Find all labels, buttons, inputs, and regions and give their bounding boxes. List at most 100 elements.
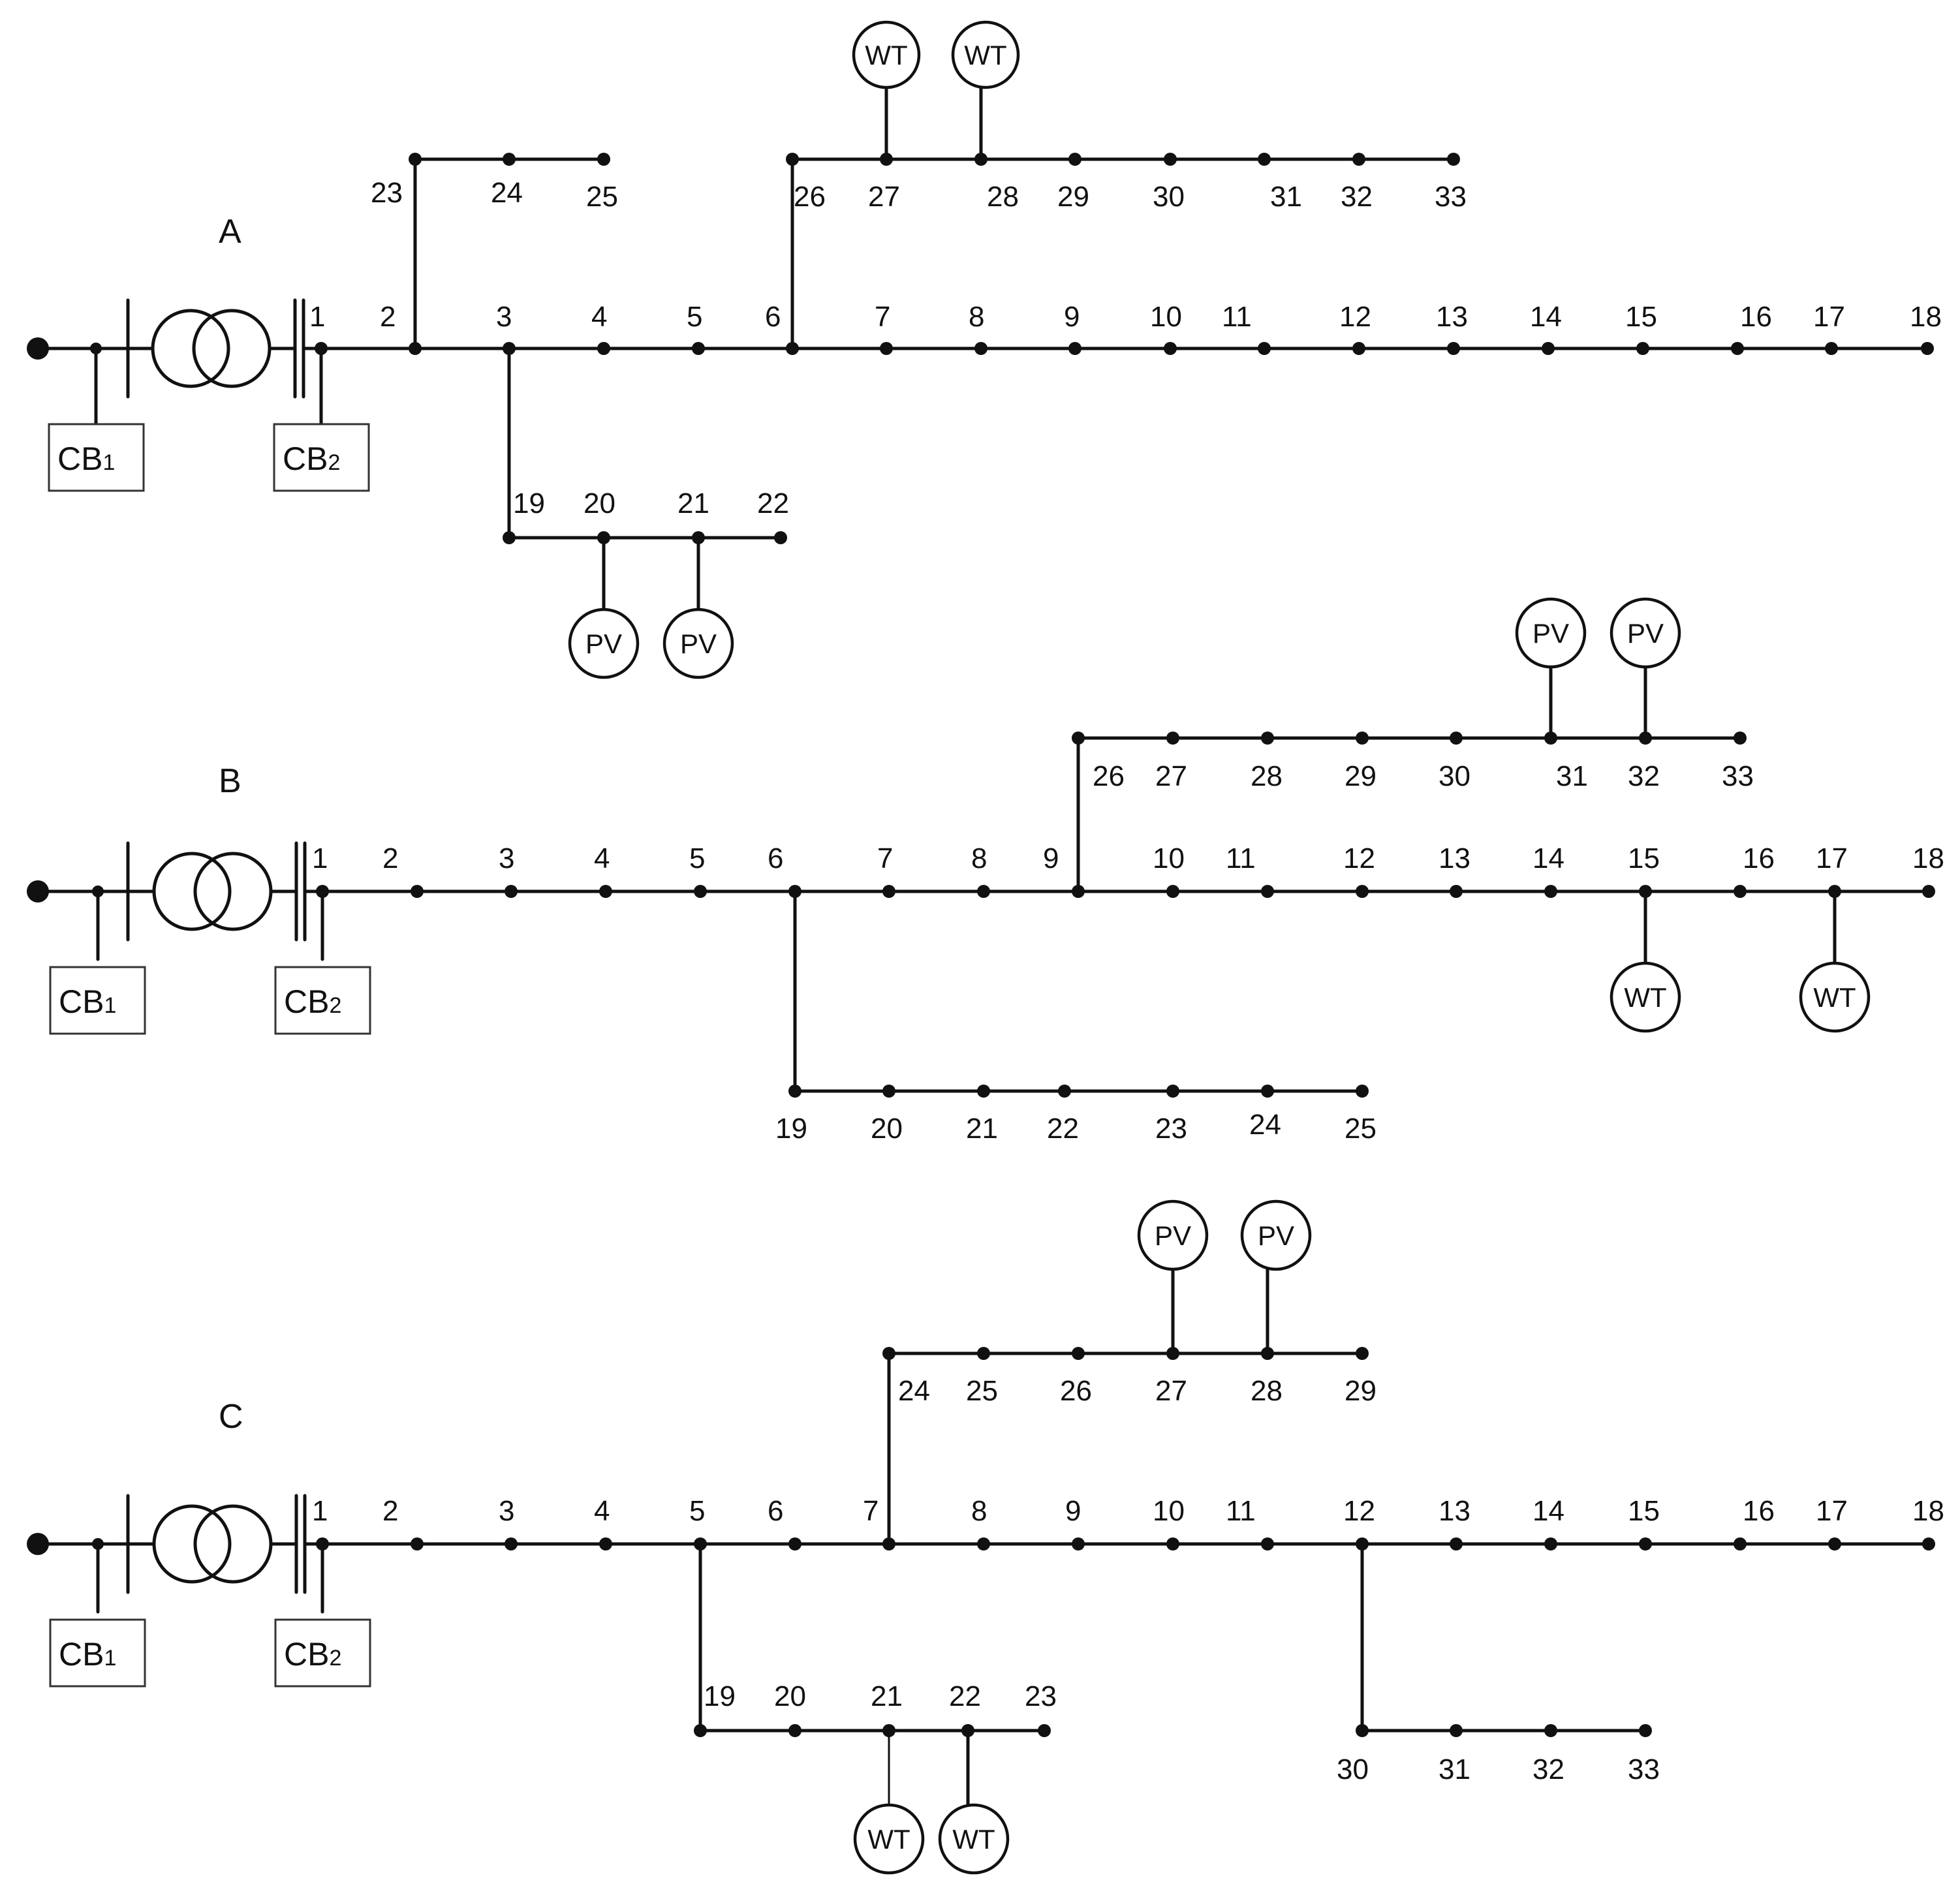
svg-text:20: 20 — [774, 1680, 806, 1712]
svg-text:7: 7 — [863, 1495, 879, 1527]
svg-text:1: 1 — [312, 842, 328, 874]
lateral-19-22: 19 20 21 22 — [503, 347, 789, 544]
svg-text:21: 21 — [871, 1680, 903, 1712]
svg-text:30: 30 — [1439, 760, 1470, 792]
svg-text:CB1: CB1 — [59, 983, 116, 1020]
svg-text:PV: PV — [1155, 1220, 1191, 1251]
svg-text:1: 1 — [309, 301, 325, 333]
svg-text:20: 20 — [871, 1113, 903, 1145]
svg-text:10: 10 — [1153, 842, 1185, 874]
main-bus-nodes — [316, 885, 1935, 898]
svg-text:3: 3 — [499, 1495, 514, 1527]
cb1-box: CB1 — [49, 1618, 146, 1688]
main-bus-labels: 1 2 3 4 5 6 7 8 9 10 11 12 13 14 15 16 1… — [309, 301, 1942, 333]
lateral-26-33: 26 27 28 29 30 31 32 33 — [1072, 732, 1754, 893]
generator-wt-15: WT — [1610, 889, 1681, 1033]
network-c: C CB1 CB2 — [27, 1199, 1944, 1875]
svg-text:18: 18 — [1912, 842, 1944, 874]
svg-text:8: 8 — [969, 301, 984, 333]
svg-text:3: 3 — [499, 842, 514, 874]
svg-text:9: 9 — [1064, 301, 1080, 333]
svg-text:20: 20 — [583, 487, 615, 519]
svg-text:16: 16 — [1740, 301, 1772, 333]
svg-text:6: 6 — [768, 842, 783, 874]
svg-text:10: 10 — [1150, 301, 1182, 333]
svg-text:31: 31 — [1270, 181, 1302, 213]
svg-text:9: 9 — [1043, 842, 1059, 874]
svg-text:32: 32 — [1628, 760, 1660, 792]
svg-text:26: 26 — [1060, 1375, 1092, 1407]
generator-wt-22: WT — [938, 1729, 1010, 1875]
svg-text:6: 6 — [768, 1495, 783, 1527]
svg-text:18: 18 — [1910, 301, 1942, 333]
svg-text:17: 17 — [1816, 1495, 1848, 1527]
cb2-box: CB2 — [273, 423, 370, 492]
svg-text:25: 25 — [1345, 1113, 1377, 1145]
svg-text:PV: PV — [1627, 618, 1664, 649]
svg-text:16: 16 — [1743, 1495, 1775, 1527]
svg-text:WT: WT — [1624, 982, 1666, 1013]
svg-text:13: 13 — [1439, 842, 1470, 874]
svg-text:26: 26 — [794, 181, 826, 213]
svg-text:27: 27 — [1155, 1375, 1187, 1407]
lateral-26-33: 26 27 28 29 30 31 32 33 — [786, 153, 1467, 350]
lateral-30-33: 30 31 32 33 — [1337, 1542, 1660, 1785]
svg-text:3: 3 — [496, 301, 512, 333]
lateral-24-29: 24 25 26 27 28 29 — [882, 1347, 1377, 1546]
svg-text:25: 25 — [966, 1375, 998, 1407]
svg-text:4: 4 — [591, 301, 607, 333]
svg-text:10: 10 — [1153, 1495, 1185, 1527]
svg-text:28: 28 — [987, 181, 1019, 213]
generator-pv-31: PV — [1515, 597, 1587, 740]
svg-text:25: 25 — [586, 181, 618, 213]
network-a: A CB1 CB2 — [27, 20, 1942, 679]
svg-text:29: 29 — [1345, 760, 1377, 792]
svg-text:22: 22 — [1047, 1113, 1079, 1145]
svg-text:9: 9 — [1065, 1495, 1081, 1527]
svg-text:CB1: CB1 — [59, 1636, 116, 1673]
svg-text:26: 26 — [1093, 760, 1125, 792]
svg-text:31: 31 — [1439, 1753, 1470, 1785]
svg-text:11: 11 — [1222, 301, 1252, 333]
cb2-box: CB2 — [274, 1618, 371, 1688]
generator-pv-20: PV — [568, 536, 640, 679]
svg-text:33: 33 — [1628, 1753, 1660, 1785]
svg-text:15: 15 — [1628, 842, 1660, 874]
svg-text:23: 23 — [1025, 1680, 1057, 1712]
generator-pv-28: PV — [1240, 1199, 1312, 1355]
lateral-19-25: 19 20 21 22 23 24 25 — [775, 889, 1377, 1145]
generator-pv-32: PV — [1610, 597, 1681, 740]
generator-pv-27: PV — [1137, 1199, 1209, 1355]
svg-text:CB1: CB1 — [57, 440, 115, 477]
cb2-box: CB2 — [274, 966, 371, 1035]
svg-text:WT: WT — [964, 40, 1006, 70]
svg-text:WT: WT — [865, 40, 907, 70]
svg-text:17: 17 — [1813, 301, 1845, 333]
cb1-box: CB1 — [48, 423, 145, 492]
section-title: C — [219, 1398, 243, 1436]
svg-text:24: 24 — [1249, 1109, 1281, 1141]
generator-wt-21: WT — [853, 1731, 925, 1875]
svg-text:CB2: CB2 — [284, 983, 341, 1020]
transformer-icon — [151, 309, 272, 388]
svg-text:21: 21 — [966, 1113, 998, 1145]
svg-text:5: 5 — [689, 1495, 705, 1527]
svg-text:6: 6 — [765, 301, 781, 333]
svg-text:7: 7 — [875, 301, 890, 333]
svg-text:23: 23 — [1155, 1113, 1187, 1145]
svg-text:11: 11 — [1226, 1495, 1256, 1527]
svg-text:13: 13 — [1436, 301, 1468, 333]
svg-text:5: 5 — [689, 842, 705, 874]
transformer-icon — [152, 852, 273, 931]
svg-text:29: 29 — [1345, 1375, 1377, 1407]
svg-text:2: 2 — [380, 301, 396, 333]
svg-text:21: 21 — [677, 487, 709, 519]
svg-text:8: 8 — [971, 842, 987, 874]
lateral-19-23: 19 20 21 22 23 — [694, 1542, 1057, 1737]
svg-text:PV: PV — [585, 628, 622, 659]
svg-text:24: 24 — [491, 177, 523, 209]
svg-text:14: 14 — [1532, 1495, 1564, 1527]
svg-text:PV: PV — [1532, 618, 1569, 649]
svg-text:WT: WT — [952, 1824, 995, 1855]
